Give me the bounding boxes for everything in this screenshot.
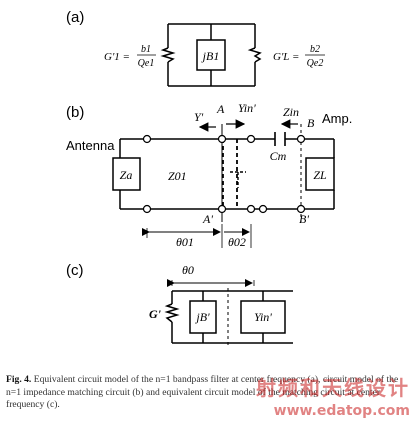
panel-c-tag: (c) bbox=[66, 262, 84, 279]
y-prime-label: Y' bbox=[194, 110, 204, 124]
terminal bbox=[142, 204, 152, 214]
gl-numerator: b2 bbox=[310, 44, 320, 55]
capacitor-cm bbox=[274, 132, 286, 146]
terminal bbox=[246, 204, 256, 214]
za-box bbox=[112, 157, 141, 191]
panel-a-tag: (a) bbox=[66, 9, 84, 26]
jb-prime-box bbox=[189, 300, 217, 334]
antenna-label: Antenna bbox=[66, 138, 115, 153]
zl-box bbox=[305, 157, 335, 191]
za-label: Za bbox=[120, 168, 133, 182]
caption-label: Fig. 4. bbox=[6, 374, 32, 385]
gl-lhs: G'L = bbox=[273, 51, 299, 63]
terminal-b bbox=[296, 134, 306, 144]
watermark-cn: 射频和天线设计 bbox=[256, 376, 410, 400]
node-b-prime-label: B' bbox=[299, 212, 309, 226]
terminal bbox=[246, 134, 256, 144]
yin-prime-box bbox=[240, 300, 286, 334]
watermark: 射频和天线设计 www.edatop.com bbox=[256, 372, 410, 419]
terminal-a bbox=[217, 134, 227, 144]
terminal bbox=[258, 204, 268, 214]
g-prime-label: G' bbox=[149, 307, 162, 321]
panel-c: (c) θ0 G' jB' Yin' bbox=[66, 262, 293, 348]
theta01-label: θ01 bbox=[176, 235, 194, 249]
node-a-label: A bbox=[216, 102, 225, 116]
caption-text: Equivalent circuit model of the n=1 band… bbox=[6, 374, 399, 410]
conductance-g-prime bbox=[164, 303, 180, 323]
cm-label: Cm bbox=[270, 149, 287, 163]
conductance-gl bbox=[247, 47, 262, 63]
node-a-prime-label: A' bbox=[202, 212, 213, 226]
panel-b: (b) Za ZL Cm bbox=[66, 101, 352, 249]
z01-label: Z01 bbox=[168, 169, 187, 183]
open-stub bbox=[222, 139, 238, 209]
watermark-url: www.edatop.com bbox=[273, 403, 410, 419]
zl-label: ZL bbox=[313, 168, 327, 182]
theta0-label: θ0 bbox=[182, 263, 194, 277]
theta02-label: θ02 bbox=[228, 235, 246, 249]
gl-denominator: Qe2 bbox=[307, 58, 324, 69]
panel-a: (a) jB1 G'1 = b1 Qe1 G'L = b2 Qe2 bbox=[66, 9, 325, 87]
yin-prime-label: Yin' bbox=[238, 101, 256, 115]
susceptance-b1-box bbox=[196, 39, 226, 71]
b1-label: jB1 bbox=[201, 49, 220, 63]
amp-label: Amp. bbox=[322, 111, 352, 126]
g1-denominator: Qe1 bbox=[138, 58, 155, 69]
figure-caption: Fig. 4. Equivalent circuit model of the … bbox=[6, 374, 408, 412]
g1-numerator: b1 bbox=[141, 44, 151, 55]
node-b-label: B bbox=[307, 116, 315, 130]
zin-label: Zin bbox=[283, 105, 299, 119]
conductance-g1 bbox=[160, 47, 176, 63]
terminal bbox=[142, 134, 152, 144]
jb-prime-label: jB' bbox=[194, 310, 210, 324]
g1-lhs: G'1 = bbox=[104, 51, 130, 63]
panel-b-tag: (b) bbox=[66, 104, 84, 121]
terminal-b-prime bbox=[296, 204, 306, 214]
c-yin-prime-label: Yin' bbox=[254, 310, 272, 324]
terminal-a-prime bbox=[217, 204, 227, 214]
